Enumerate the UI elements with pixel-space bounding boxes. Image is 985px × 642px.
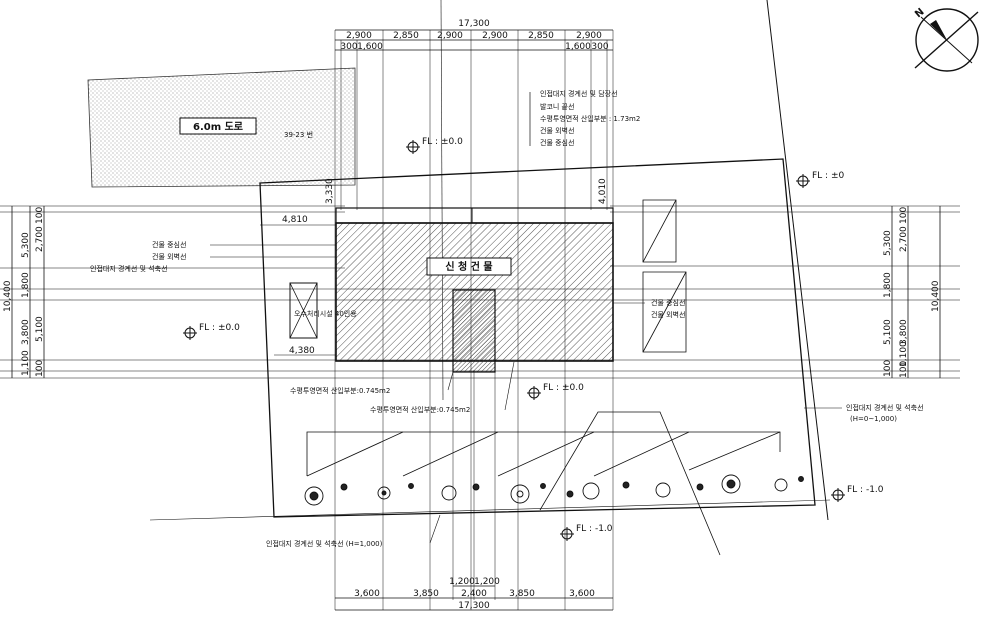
bottom-boundary-leader xyxy=(429,514,441,544)
right-dim-outer-3: 5,100 xyxy=(883,319,893,345)
svg-text:FL : ±0: FL : ±0 xyxy=(812,171,844,181)
fl-marker-1: FL : ±0.0 xyxy=(406,137,463,154)
bottom-dim-seg-3: 2,400 xyxy=(461,589,487,599)
septic-label: 오수처리시설 40인용 xyxy=(294,309,357,318)
proj-area-1: 수평투영면적 산입부분:0.745m2 xyxy=(290,386,390,395)
top-dim-seg-5: 2,850 xyxy=(528,31,554,41)
top-dim-seg-4: 2,900 xyxy=(482,31,508,41)
top-dim-sub-r2: 300 xyxy=(591,42,608,52)
lot-number: 39-23 번 xyxy=(284,130,313,139)
right-dim-outer-1: 5,300 xyxy=(883,230,893,256)
right-dim-outer-4: 100 xyxy=(883,360,893,377)
fl-marker-6: FL : -1.0 xyxy=(560,524,613,541)
left-dim-outer-2: 1,800 xyxy=(21,272,31,298)
svg-text:FL : -1.0: FL : -1.0 xyxy=(847,485,884,495)
right-dim-total: 10,400 xyxy=(931,280,941,312)
top-note-3: 수평투영면적 산입부분 : 1.73m2 xyxy=(540,114,640,123)
top-dim-seg-3: 2,900 xyxy=(437,31,463,41)
svg-text:FL : ±0.0: FL : ±0.0 xyxy=(199,323,240,333)
left-dim-inner-2: 2,700 xyxy=(35,226,45,252)
boundary-extension-s xyxy=(149,499,831,521)
right-dim-inner-2: 2,700 xyxy=(899,226,909,252)
bottom-dim-seg-4: 3,850 xyxy=(509,589,535,599)
svg-text:FL : ±0.0: FL : ±0.0 xyxy=(543,383,584,393)
top-dim-sub-r1: 1,600 xyxy=(565,42,591,52)
boundary-extension-ne xyxy=(766,0,829,521)
right-boundary-note-2: (H=0~1,000) xyxy=(850,415,897,423)
road-label: 6.0m 도로 xyxy=(193,121,243,133)
left-dim-outer-4: 1,100 xyxy=(21,350,31,376)
top-dim-sub-l1: 300 xyxy=(340,42,357,52)
bottom-dim-seg-1: 3,600 xyxy=(354,589,380,599)
top-note-4: 건물 외벽선 xyxy=(540,126,574,135)
left-dim-inner-3: 5,100 xyxy=(35,316,45,342)
left-note-2: 건물 외벽선 xyxy=(152,252,186,261)
left-note-1: 건물 중심선 xyxy=(152,240,186,249)
right-dim-outer-2: 1,800 xyxy=(883,272,893,298)
proj-leader-2 xyxy=(504,361,515,411)
top-note-5: 건물 중심선 xyxy=(540,138,574,147)
top-dim-seg-6: 2,900 xyxy=(576,31,602,41)
left-dim-inner-1: 100 xyxy=(35,207,45,224)
south-parking xyxy=(306,411,781,556)
right-dim-inner-4: 1,100 xyxy=(899,341,909,367)
septic-tank xyxy=(289,282,318,339)
left-dim-inner-4: 100 xyxy=(35,360,45,377)
bottom-dim-seg-5: 3,600 xyxy=(569,589,595,599)
building-label-box xyxy=(426,257,512,276)
fl-marker-2: FL : ±0.0 xyxy=(183,323,240,340)
bottom-dim-seg-2: 3,850 xyxy=(413,589,439,599)
north-compass: N xyxy=(913,6,979,72)
right-dim-inner-5: 100 xyxy=(899,361,909,378)
top-note-2: 발코니 끝선 xyxy=(540,102,574,111)
vertical-grid-lines xyxy=(334,30,614,610)
left-dim-outer-1: 5,300 xyxy=(21,232,31,258)
right-dim-inner-1: 100 xyxy=(899,207,909,224)
right-note-1: 건물 중심선 xyxy=(651,298,685,307)
offset-4810: 4,810 xyxy=(282,215,308,225)
building-entrance xyxy=(452,289,496,373)
right-boundary-note-1: 인접대지 경계선 및 석축선 xyxy=(846,403,924,412)
left-dim-total: 10,400 xyxy=(3,280,13,312)
offset-3330: 3,330 xyxy=(325,178,335,204)
fl-marker-3: FL : ±0 xyxy=(796,171,844,188)
left-note-3: 인접대지 경계선 및 석축선 xyxy=(90,264,168,273)
top-dim-seg-1: 2,900 xyxy=(346,31,372,41)
proj-leader-1 xyxy=(447,371,454,391)
fl-marker-4: FL : ±0.0 xyxy=(527,383,584,400)
parking-outline-2-diag xyxy=(642,271,687,353)
right-note-2: 건물 외벽선 xyxy=(651,310,685,319)
site-boundary xyxy=(259,158,816,518)
parking-outline-2 xyxy=(642,271,687,353)
offset-4380: 4,380 xyxy=(289,346,315,356)
top-dim-total: 17,300 xyxy=(458,19,490,29)
svg-text:FL : ±0.0: FL : ±0.0 xyxy=(422,137,463,147)
svg-text:FL : -1.0: FL : -1.0 xyxy=(576,524,613,534)
landscaping-plants xyxy=(304,474,804,506)
proj-area-2: 수평투영면적 산입부분:0.745m2 xyxy=(370,405,470,414)
road-label-box xyxy=(179,117,257,135)
offset-4010: 4,010 xyxy=(598,178,608,204)
septic-x-2 xyxy=(289,282,318,339)
top-note-1: 인접대지 경계선 및 담장선 xyxy=(540,89,618,98)
top-dim-seg-2: 2,850 xyxy=(393,31,419,41)
parking-outline-1 xyxy=(642,199,677,263)
right-dim-inner-3: 3,800 xyxy=(899,319,909,345)
bottom-boundary-note: 인접대지 경계선 및 석축선 (H=1,000) xyxy=(266,539,383,548)
bottom-dim-split-2: 1,200 xyxy=(474,577,500,587)
parking-outline-1-diag xyxy=(642,199,677,263)
left-dim-outer-3: 3,800 xyxy=(21,319,31,345)
top-dim-sub-l2: 1,600 xyxy=(357,42,383,52)
balcony-strip xyxy=(335,207,614,224)
fl-marker-5: FL : -1.0 xyxy=(831,485,884,502)
bottom-dim-split-1: 1,200 xyxy=(449,577,475,587)
building-label: 신 청 건 물 xyxy=(445,260,492,273)
horizontal-grid-lines xyxy=(0,205,960,379)
bottom-dim-total: 17,300 xyxy=(458,601,490,611)
